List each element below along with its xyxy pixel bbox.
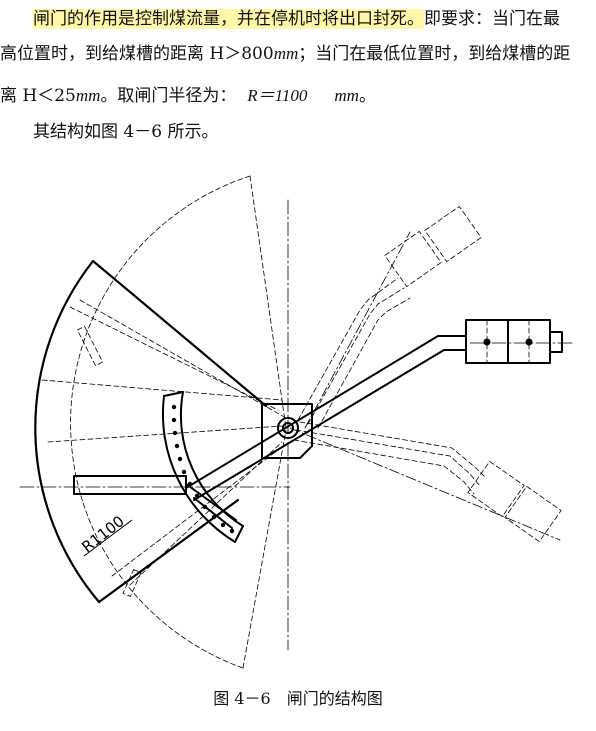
paragraph-line-3: 离 H＜25mm。取闸门半径为： R＝1100 mm。 xyxy=(0,85,376,107)
paragraph-line-4: 其结构如图 4－6 所示。 xyxy=(33,121,218,143)
radius-leader xyxy=(83,519,133,557)
paragraph-line-1: 闸门的作用是控制煤流量，并在停机时将出口封死。即要求：当门在最 xyxy=(33,8,560,30)
unit-text: mm xyxy=(273,44,299,63)
handle-bar xyxy=(73,475,187,495)
main-arm xyxy=(185,319,563,501)
text-span: 。取闸门半径为： xyxy=(100,86,237,106)
unit-text: mm xyxy=(334,86,359,105)
text-span: 高位置时，到给煤槽的距离 H＞800 xyxy=(0,44,274,64)
text-span: ；当门在最低位置时，到给煤槽的距 xyxy=(298,44,571,64)
unit-text: mm xyxy=(75,86,101,105)
radius-equation: R＝1100 xyxy=(247,86,308,105)
bearing-block xyxy=(261,403,313,459)
gate-structure-drawing: R1100 xyxy=(19,175,576,669)
text-span: 其结构如图 4－6 所示。 xyxy=(33,122,219,142)
figure-caption: 图 4－6 闸门的结构图 xyxy=(213,689,383,708)
text-span: 离 H＜25 xyxy=(0,86,76,106)
gate-sector xyxy=(34,259,268,604)
highlighted-text: 闸门的作用是控制煤流量，并在停机时将出口封死。 xyxy=(33,9,424,29)
phantom-positions xyxy=(41,175,562,669)
text-span: 。 xyxy=(358,86,376,106)
paragraph-line-2: 高位置时，到给煤槽的距离 H＞800mm；当门在最低位置时，到给煤槽的距 xyxy=(0,43,570,65)
text-span: 即要求：当门在最 xyxy=(424,9,560,29)
segment-holes xyxy=(171,404,235,534)
curved-segment xyxy=(161,391,244,543)
